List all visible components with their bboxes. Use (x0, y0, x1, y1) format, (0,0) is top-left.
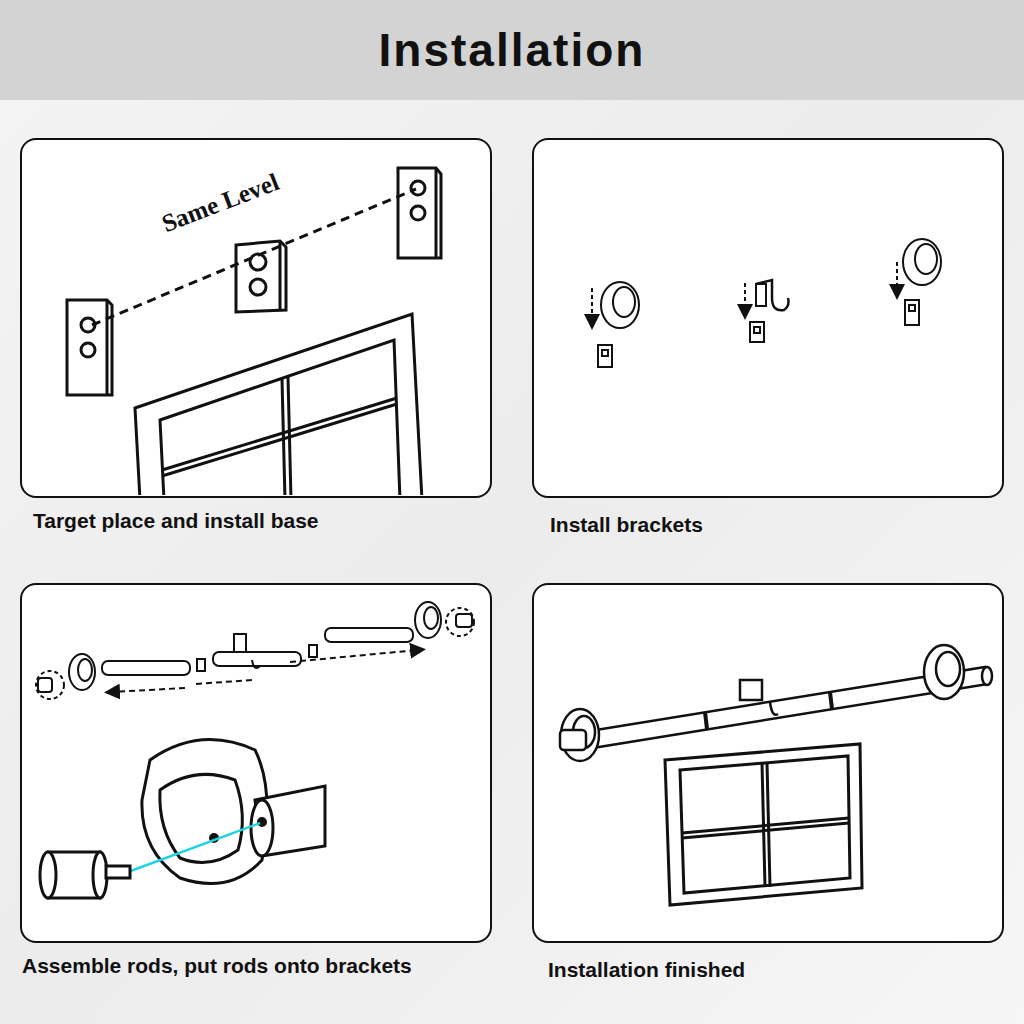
panel1-art (67, 168, 441, 500)
step-caption: Install brackets (550, 513, 703, 537)
step-caption: Installation finished (548, 958, 745, 982)
title-band: Installation (0, 0, 1024, 100)
step-panel: Install brackets (532, 138, 1004, 538)
panel4-art (560, 645, 992, 905)
panel-frame (20, 583, 492, 943)
panel2-art (592, 239, 941, 367)
step-panel: Installation finished (532, 583, 1004, 983)
panel3-art (36, 602, 474, 898)
panel-frame (532, 583, 1004, 943)
panel-frame (532, 138, 1004, 498)
step-caption: Target place and install base (33, 509, 319, 533)
step-caption: Assemble rods, put rods onto brackets (22, 954, 412, 978)
step-panel: Assemble rods, put rods onto brackets (20, 583, 492, 983)
title: Installation (0, 0, 1024, 100)
